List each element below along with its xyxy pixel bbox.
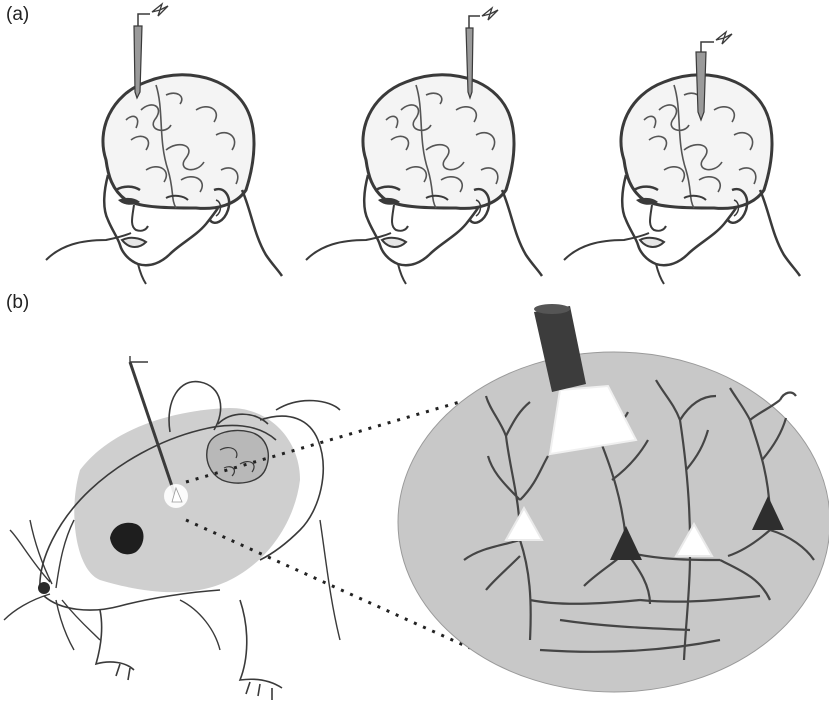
lightning-bolt-icon bbox=[482, 8, 498, 20]
head-illustration-3 bbox=[564, 75, 800, 284]
neuron-ellipse bbox=[398, 352, 829, 692]
lightning-bolt-icon bbox=[152, 4, 168, 16]
head-illustration-2 bbox=[306, 75, 542, 284]
light-spot bbox=[164, 484, 188, 508]
head-illustration-1 bbox=[46, 75, 282, 284]
lightning-bolt-icon bbox=[716, 32, 732, 44]
mouse-illustration bbox=[4, 382, 340, 700]
